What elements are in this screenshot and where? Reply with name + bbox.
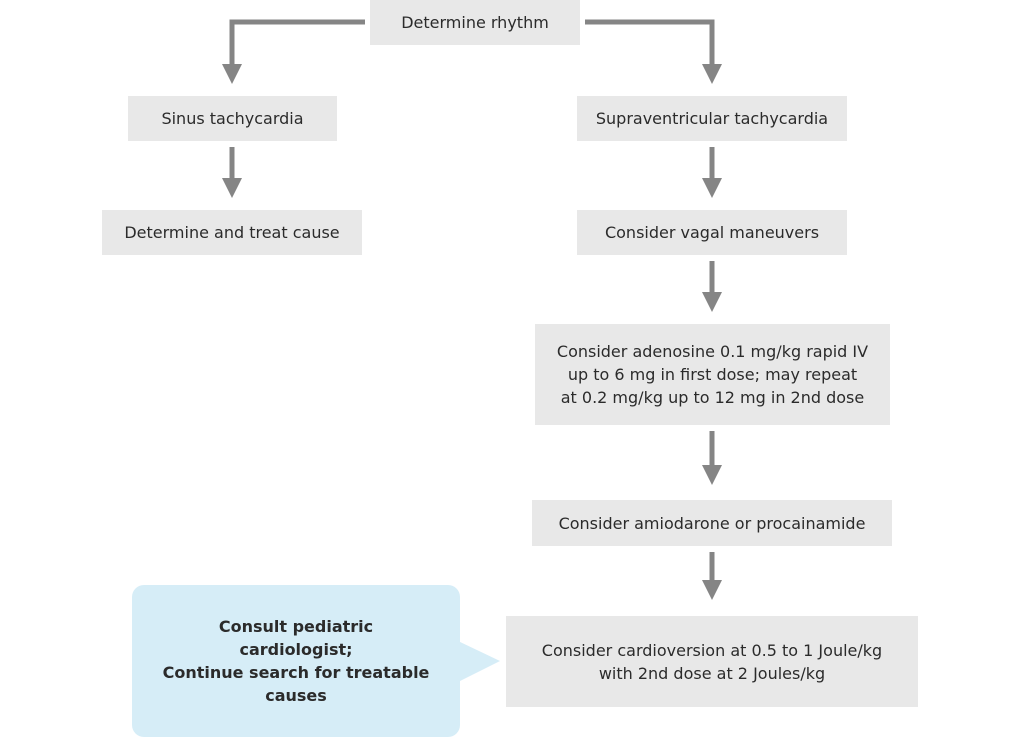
arrow-rhythm-to-sinus bbox=[222, 19, 365, 85]
node-determine-rhythm-label: Determine rhythm bbox=[401, 13, 549, 32]
node-determine-treat-cause: Determine and treat cause bbox=[102, 210, 362, 255]
node-amiodarone-label: Consider amiodarone or procainamide bbox=[558, 513, 866, 533]
node-cardioversion: Consider cardioversion at 0.5 to 1 Joule… bbox=[506, 616, 918, 707]
callout-text: Consult pediatric cardiologist; Continue… bbox=[162, 617, 430, 705]
node-adenosine-label: Consider adenosine 0.1 mg/kg rapid IV up… bbox=[556, 342, 869, 407]
node-vagal-maneuvers: Consider vagal maneuvers bbox=[577, 210, 847, 255]
node-determine-treat-cause-label: Determine and treat cause bbox=[124, 223, 340, 242]
node-svt: Supraventricular tachycardia bbox=[577, 96, 847, 141]
arrow-rhythm-to-svt bbox=[585, 19, 722, 85]
node-determine-rhythm: Determine rhythm bbox=[370, 0, 580, 45]
node-sinus-tachycardia-label: Sinus tachycardia bbox=[161, 109, 304, 128]
node-cardioversion-label: Consider cardioversion at 0.5 to 1 Joule… bbox=[541, 640, 883, 683]
callout-pointer bbox=[458, 641, 500, 682]
callout-consult-cardiologist: Consult pediatric cardiologist; Continue… bbox=[132, 585, 460, 737]
node-amiodarone: Consider amiodarone or procainamide bbox=[532, 500, 892, 546]
node-sinus-tachycardia: Sinus tachycardia bbox=[128, 96, 337, 141]
node-adenosine: Consider adenosine 0.1 mg/kg rapid IV up… bbox=[535, 324, 890, 425]
node-vagal-maneuvers-label: Consider vagal maneuvers bbox=[604, 223, 820, 242]
node-svt-label: Supraventricular tachycardia bbox=[595, 109, 829, 128]
